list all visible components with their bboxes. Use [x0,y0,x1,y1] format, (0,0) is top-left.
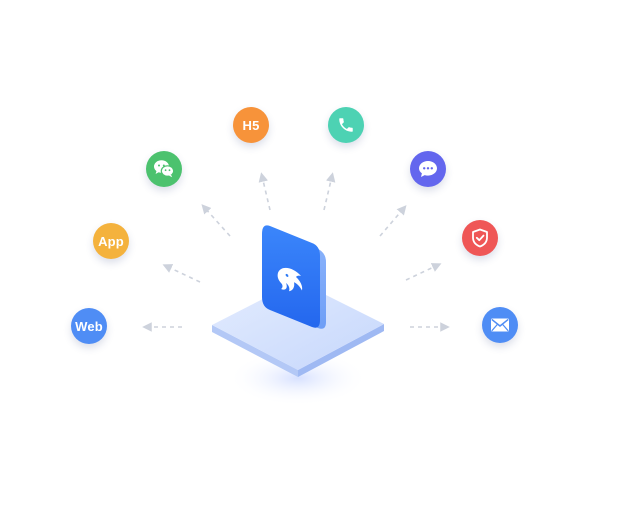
channel-email[interactable] [482,307,518,343]
platform-shadow [228,350,368,406]
platform-side-right [298,324,384,377]
phone-icon [339,118,353,132]
channel-web[interactable]: Web [71,308,107,344]
shield-check-icon [472,228,488,248]
channel-web-label: Web [75,318,103,334]
channel-app-label: App [98,233,124,249]
arrow-to-app [162,264,201,283]
chat-bubble-icon [419,161,437,177]
arrow-to-wechat [201,204,231,237]
arrow-to-phone [323,172,336,211]
channel-h5[interactable]: H5 [233,107,269,143]
dolphin-logo-icon [277,267,303,292]
channel-wechat[interactable] [146,151,182,187]
arrow-to-chat [379,205,407,237]
arrow-to-security [405,263,442,281]
channel-security[interactable] [462,220,498,256]
platform-side-left [212,325,298,377]
channel-app[interactable]: App [93,223,129,259]
wechat-icon [154,160,175,178]
channel-chat[interactable] [410,151,446,187]
envelope-icon [491,318,509,332]
channel-h5-label: H5 [242,117,260,133]
channel-phone[interactable] [328,107,364,143]
platform-top [212,281,384,370]
arrow-to-h5 [258,172,271,211]
